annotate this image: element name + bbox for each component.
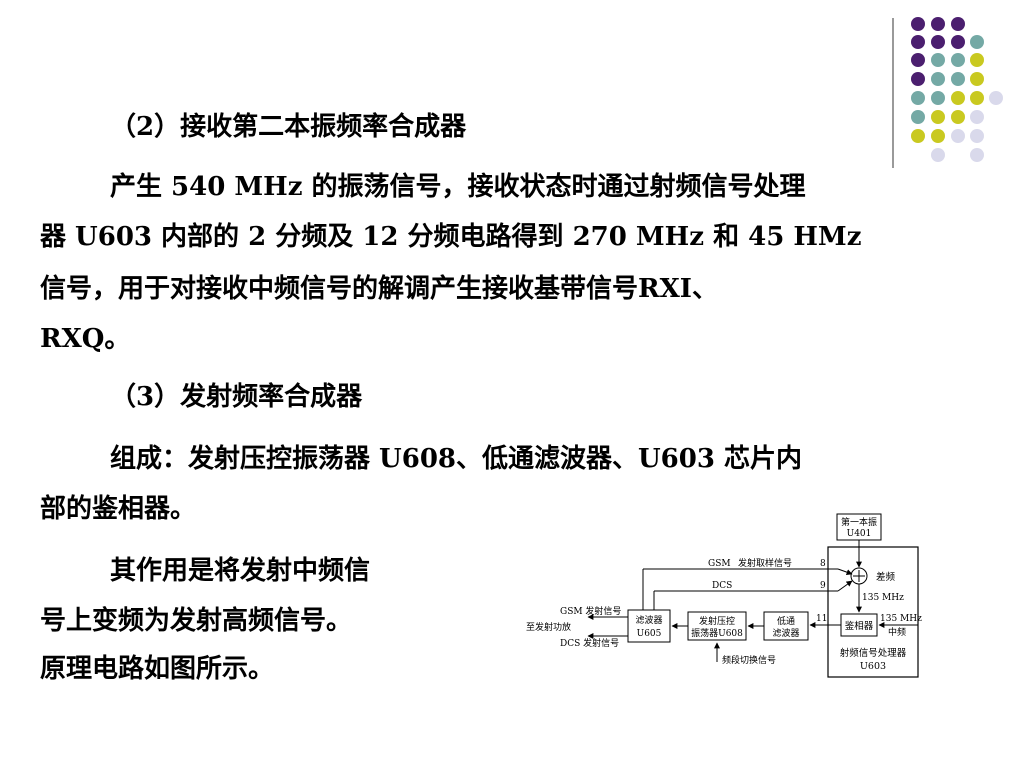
decorative-dot [931, 17, 945, 31]
decorative-dot [970, 148, 984, 162]
decorative-dot [911, 91, 925, 105]
decorative-dot [951, 35, 965, 49]
phase-detector-label: 鉴相器 [845, 620, 874, 632]
decorative-dot [951, 91, 965, 105]
decorative-dot [970, 35, 984, 49]
to-pa-label: 至发射功放 [526, 621, 571, 633]
decorative-dot [931, 53, 945, 67]
decorative-divider-line [892, 18, 894, 168]
decorative-dot [911, 72, 925, 86]
para1-line2: 器 U603 内部的 2 分频及 12 分频电路得到 270 MHz 和 45 … [40, 222, 862, 252]
filter-u605-label-2: U605 [637, 629, 662, 639]
gsm-tx-label: GSM 发射信号 [560, 605, 621, 617]
rf-processor-label-1: 射频信号处理器 [840, 647, 907, 659]
decorative-dot [911, 53, 925, 67]
para1-line4: RXQ。 [40, 324, 131, 354]
tx-vco-label-2: 振荡器U608 [691, 627, 743, 639]
decorative-dot [911, 17, 925, 31]
pin-9: 9 [820, 581, 826, 591]
freq-135-label: 135 MHz [862, 593, 904, 603]
decorative-dot [951, 110, 965, 124]
decorative-dot [970, 53, 984, 67]
decorative-dot [931, 91, 945, 105]
para1-line3: 信号，用于对接收中频信号的解调产生接收基带信号RXI、 [40, 274, 718, 304]
dcs-label: DCS [712, 581, 732, 591]
decorative-dot-grid [911, 17, 1003, 162]
gsm-label: GSM [708, 559, 731, 569]
rf-processor-label-2: U603 [860, 661, 886, 672]
lo1-box-label-1: 第一本振 [841, 516, 877, 528]
decorative-dot [931, 72, 945, 86]
lowpass-filter-label-1: 低通 [777, 615, 795, 627]
filter-u605-label-1: 滤波器 [635, 614, 662, 626]
filter-u605-box [627, 609, 671, 643]
decorative-dot [911, 110, 925, 124]
decorative-dot [931, 110, 945, 124]
lowpass-filter-label-2: 滤波器 [772, 627, 799, 639]
pin-8: 8 [820, 559, 826, 569]
decorative-dot [931, 148, 945, 162]
decorative-dot [970, 72, 984, 86]
beat-frequency-label: 差频 [876, 571, 896, 583]
para3-line3: 原理电路如图所示。 [40, 654, 275, 684]
band-switch-label: 频段切换信号 [722, 654, 776, 666]
decorative-dot [970, 91, 984, 105]
decorative-dot [951, 53, 965, 67]
heading-receive-lo2: （2）接收第二本振频率合成器 [110, 112, 467, 142]
decorative-dot [911, 129, 925, 143]
decorative-dot [931, 129, 945, 143]
para1-line1: 产生 540 MHz 的振荡信号，接收状态时通过射频信号处理 [110, 172, 806, 202]
decorative-dot [989, 91, 1003, 105]
tx-vco-label-1: 发射压控 [699, 615, 735, 627]
decorative-dot [911, 35, 925, 49]
tx-sample-label: 发射取样信号 [738, 557, 792, 569]
decorative-dot [951, 72, 965, 86]
decorative-dot [951, 17, 965, 31]
para3-line2: 号上变频为发射高频信号。 [40, 606, 353, 636]
dcs-tx-label: DCS 发射信号 [560, 637, 619, 649]
heading-transmit-synth: （3）发射频率合成器 [110, 382, 363, 412]
para3-line1: 其作用是将发射中频信 [110, 556, 371, 586]
if-135-label-2: 中频 [888, 626, 906, 638]
rf-processor-block [827, 546, 919, 678]
if-135-label-1: 135 MHz [880, 614, 922, 624]
lo1-box-label-2: U401 [847, 529, 872, 539]
decorative-dot [931, 35, 945, 49]
decorative-dot [951, 129, 965, 143]
decorative-dot [970, 110, 984, 124]
para2-line1: 组成：发射压控振荡器 U608、低通滤波器、U603 芯片内 [110, 444, 802, 474]
decorative-dot [970, 129, 984, 143]
para2-line2: 部的鉴相器。 [40, 494, 197, 524]
pin-11: 11 [816, 614, 827, 624]
